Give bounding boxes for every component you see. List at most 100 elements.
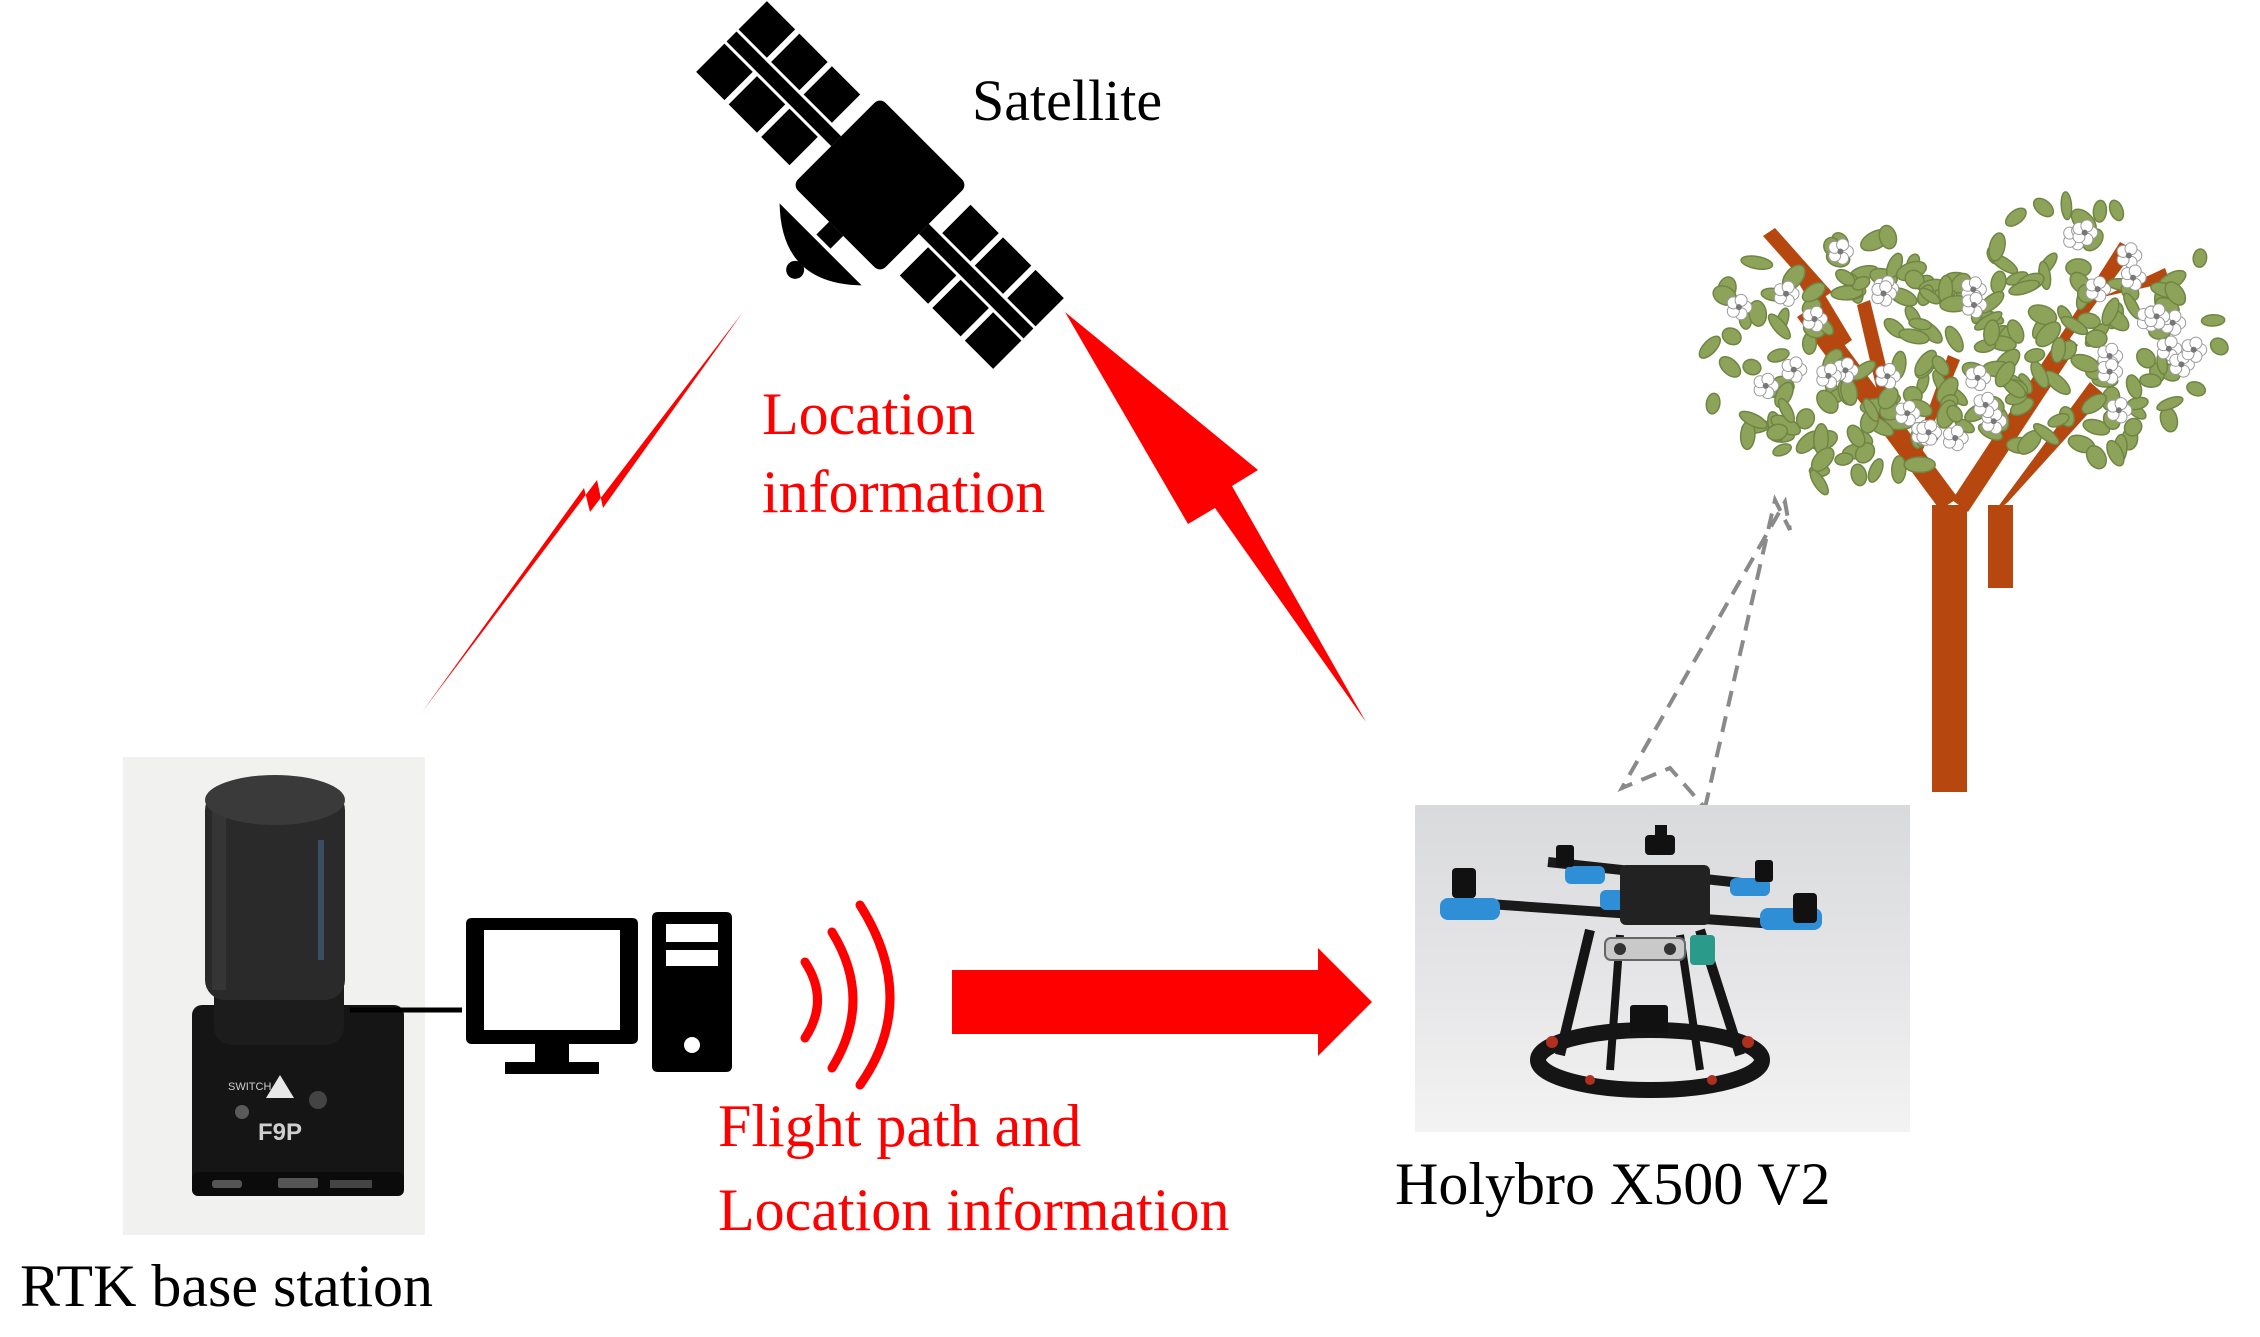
- tree-leaf: [2200, 314, 2226, 327]
- rtk-base-photo: SWITCH F9P: [123, 757, 425, 1235]
- tree-blossom: [2120, 264, 2147, 291]
- satellite-icon: [696, 1, 1064, 369]
- tree-blossom: [2181, 336, 2208, 363]
- tree-leaf: [1835, 268, 1856, 287]
- tree-leaf: [2050, 336, 2067, 364]
- rtk-base-label: RTK base station: [20, 1253, 433, 1319]
- tree-leaf: [1809, 469, 1829, 496]
- drone-photo: [1415, 805, 1910, 1132]
- tree-leaf: [2125, 374, 2143, 400]
- flight-path-label-line1: Flight path and: [718, 1093, 1082, 1159]
- tree-leaf: [2004, 207, 2027, 227]
- tree-blossom: [2085, 275, 2112, 303]
- tree-leaf: [2032, 197, 2055, 218]
- tree-leaf: [1795, 408, 1816, 430]
- tree-leaf: [2060, 191, 2073, 221]
- tree-blossom: [1961, 291, 1988, 319]
- tree-blossom: [1895, 400, 1921, 427]
- tree-blossom: [1726, 293, 1753, 321]
- tree-blossom: [1981, 408, 2008, 435]
- tree-leaf: [2209, 337, 2229, 356]
- tree-leaf: [1908, 317, 1932, 331]
- tree-leaf: [2186, 380, 2207, 397]
- tree-leaf: [2032, 423, 2060, 446]
- tree-leaf: [1988, 232, 2006, 262]
- tree-leaf: [2081, 393, 2108, 415]
- tree-leaf: [1767, 348, 1790, 363]
- tree-blossom: [1973, 391, 2000, 419]
- tree-leaf: [1721, 327, 1742, 346]
- dashed-arrow: [1617, 494, 1792, 813]
- tree-blossom: [1753, 372, 1780, 400]
- tree-leaf: [2139, 373, 2162, 388]
- tree-leaf: [1983, 319, 2001, 347]
- tree-leaf: [2192, 248, 2208, 268]
- tree-leaf: [2108, 199, 2125, 222]
- tree-leaf: [1766, 423, 1789, 441]
- tree-leaf: [2101, 297, 2120, 327]
- drone-label: Holybro X500 V2: [1395, 1151, 1831, 1217]
- tree-leaf: [1834, 452, 1854, 466]
- tree-leaf: [1740, 255, 1774, 270]
- location-label-line1: Location: [762, 381, 976, 447]
- tree-blossom: [2144, 303, 2171, 330]
- tree-leaf: [1867, 458, 1884, 483]
- rtk-model-text: F9P: [258, 1119, 302, 1146]
- tree-leaf: [1816, 389, 1839, 414]
- tree-leaf: [2047, 412, 2070, 428]
- tree-leaf: [1898, 328, 1930, 345]
- tree-leaf: [1738, 410, 1768, 430]
- tree-leaf: [1877, 386, 1899, 410]
- tree-leaf: [1944, 325, 1964, 353]
- tree-blossom: [1828, 238, 1854, 265]
- computer-icon: [466, 912, 732, 1074]
- tree-blossom: [1916, 419, 1942, 446]
- tree-leaf: [2035, 321, 2062, 348]
- tree-leaf: [1846, 424, 1866, 448]
- data-link-arrow: [952, 948, 1372, 1056]
- tree-blossom: [2097, 358, 2124, 385]
- tree-leaf: [1772, 443, 1792, 457]
- tree-leaf: [2123, 417, 2143, 437]
- location-label-line2: information: [762, 459, 1046, 525]
- tree-leaf: [1801, 282, 1826, 303]
- tree-leaf: [1854, 442, 1876, 464]
- tree-leaf: [2092, 199, 2108, 223]
- tree-leaf: [2084, 329, 2108, 349]
- tree-blossom: [1781, 356, 1808, 383]
- tree-blossom: [1875, 363, 1901, 390]
- satellite-label: Satellite: [972, 68, 1163, 133]
- tree-leaf: [1850, 463, 1868, 487]
- tree-blossom: [1943, 424, 1969, 452]
- tree-leaf: [1705, 392, 1721, 415]
- tree-leaf: [2027, 304, 2058, 326]
- tree-blossom: [2116, 242, 2143, 269]
- tree-leaf: [2085, 444, 2108, 470]
- tree-blossom: [2106, 397, 2133, 424]
- tree-leaf: [1918, 287, 1941, 305]
- tree-leaf: [1903, 456, 1936, 474]
- tree-leaf: [2008, 279, 2040, 296]
- tree-leaf: [2156, 395, 2184, 412]
- flight-path-label-line2: Location information: [718, 1177, 1230, 1243]
- tree-blossom: [2072, 219, 2099, 246]
- tree-leaf: [1777, 397, 1795, 424]
- wireless-signal-icon: [800, 900, 895, 1090]
- tree-leaf: [2006, 319, 2025, 344]
- tree-leaf: [1742, 358, 1762, 376]
- tree-blossom: [1816, 362, 1842, 389]
- tree-leaf: [2060, 315, 2089, 336]
- tree-leaf: [1748, 299, 1768, 327]
- tree-leaf: [2136, 347, 2156, 369]
- tree-leaf: [1946, 404, 1963, 423]
- tree-leaf: [1767, 313, 1792, 340]
- tree-leaf: [1851, 275, 1871, 291]
- tree-leaf: [2024, 347, 2046, 364]
- tree-leaf: [1698, 335, 1722, 359]
- tree-blossom: [1965, 364, 1992, 392]
- tree-leaf: [2106, 439, 2125, 467]
- tree-leaf: [1914, 349, 1938, 377]
- rtk-switch-text: SWITCH: [228, 1081, 271, 1093]
- tree-leaf: [1931, 355, 1950, 377]
